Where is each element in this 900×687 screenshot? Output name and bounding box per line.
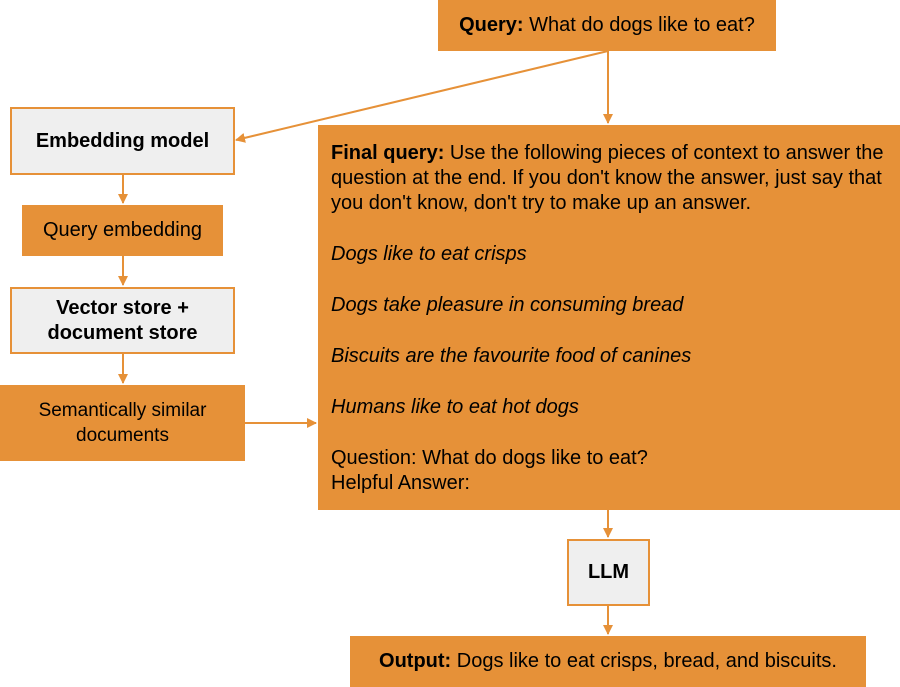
context-item: Biscuits are the favourite food of canin… bbox=[331, 345, 692, 367]
embedding-model-label: Embedding model bbox=[35, 129, 210, 152]
final-query-box: Final query: Use the following pieces of… bbox=[318, 125, 900, 510]
final-query-question: Question: What do dogs like to eat? bbox=[331, 447, 648, 469]
query-embedding-label: Query embedding bbox=[43, 219, 202, 241]
llm-box: LLM bbox=[567, 539, 650, 606]
similar-docs-line2: documents bbox=[76, 425, 169, 446]
query-label: Query: bbox=[459, 14, 524, 36]
output-box: Output: Dogs like to eat crisps, bread, … bbox=[350, 636, 866, 687]
vector-store-line1: Vector store + bbox=[56, 296, 189, 319]
vector-store-line2: document store bbox=[47, 321, 198, 344]
vector-store-box: Vector store + document store bbox=[10, 287, 235, 354]
arrow-query-to-embedding bbox=[235, 50, 609, 143]
final-query-instruction-para: Final query: Use the following pieces of… bbox=[331, 141, 888, 216]
final-query-instruction: Use the following pieces of context to a… bbox=[331, 142, 884, 214]
query-text: What do dogs like to eat? bbox=[529, 14, 755, 36]
query-box: Query: What do dogs like to eat? bbox=[438, 0, 776, 51]
final-query-answer-prompt: Helpful Answer: bbox=[331, 472, 470, 494]
output-text: Dogs like to eat crisps, bread, and bisc… bbox=[456, 650, 837, 672]
context-item: Humans like to eat hot dogs bbox=[331, 396, 579, 418]
final-query-label: Final query: bbox=[331, 142, 445, 164]
similar-docs-box: Semantically similar documents bbox=[0, 385, 245, 461]
context-item: Dogs take pleasure in consuming bread bbox=[331, 294, 684, 316]
similar-docs-line1: Semantically similar bbox=[38, 400, 207, 421]
llm-label: LLM bbox=[587, 561, 630, 583]
query-embedding-box: Query embedding bbox=[22, 205, 223, 256]
output-label: Output: bbox=[379, 650, 452, 672]
context-item: Dogs like to eat crisps bbox=[331, 243, 527, 265]
embedding-model-box: Embedding model bbox=[10, 107, 235, 175]
